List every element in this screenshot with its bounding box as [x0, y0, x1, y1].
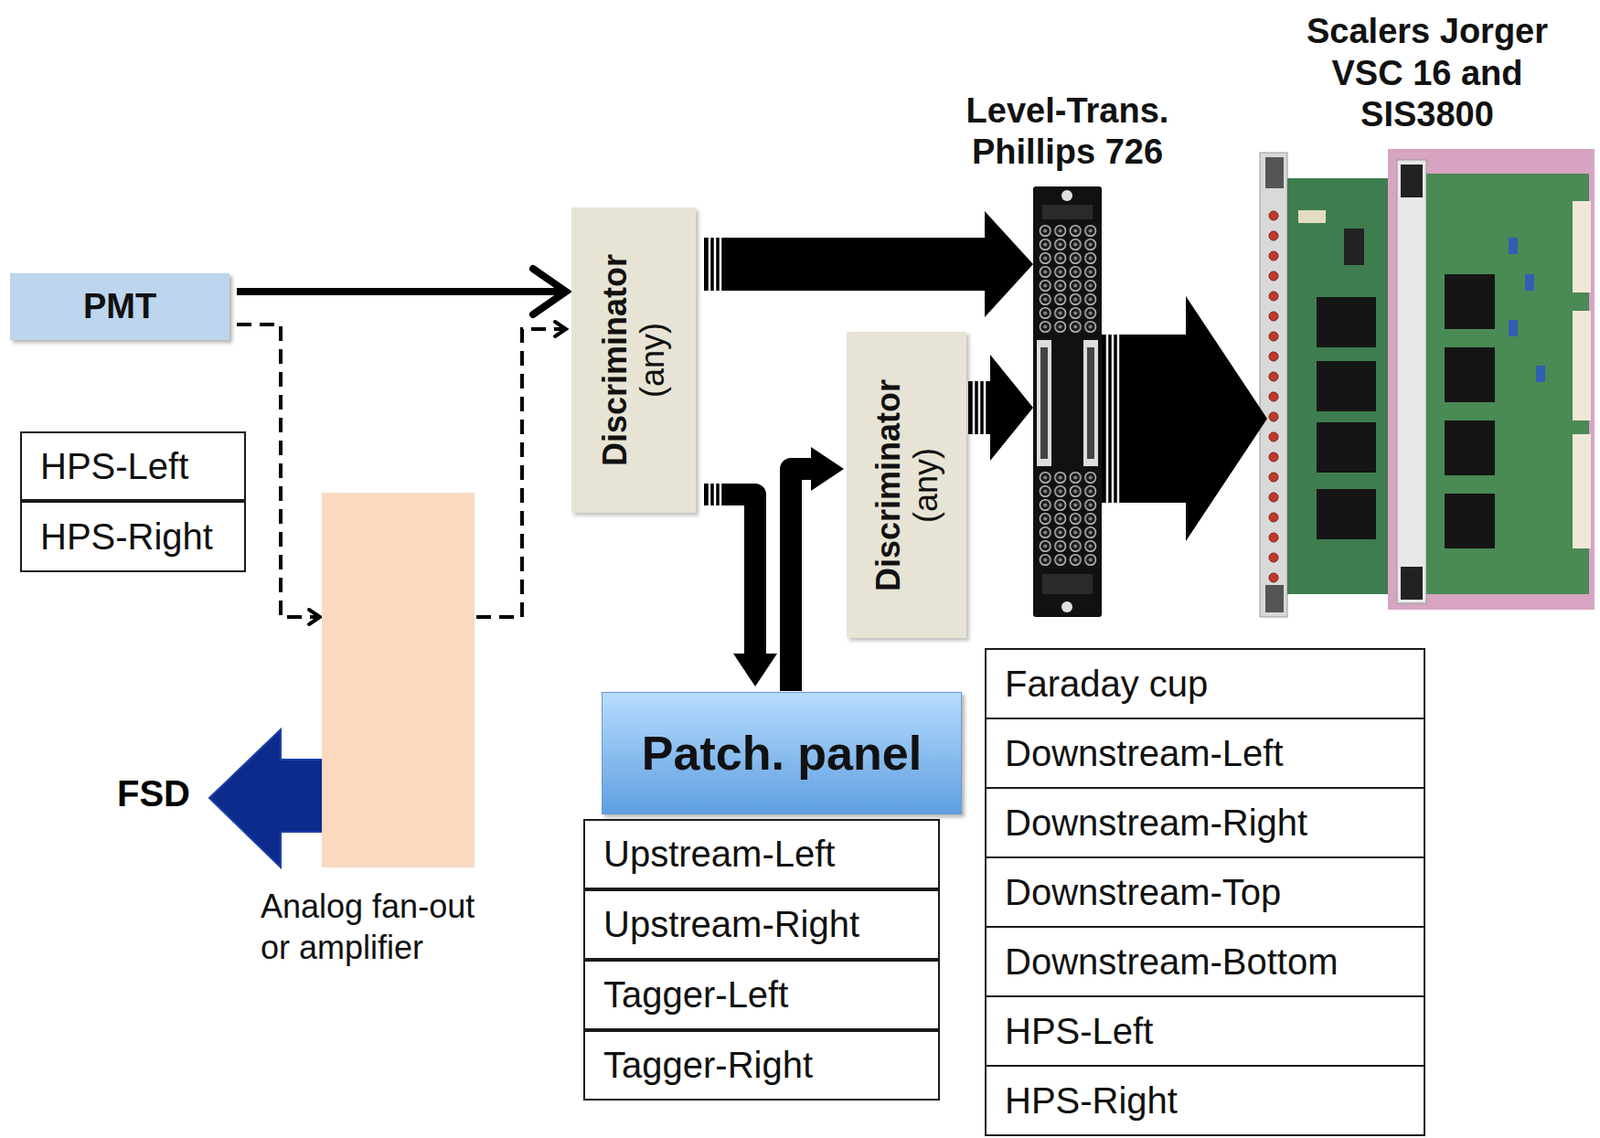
- motion-stripe: [719, 483, 723, 506]
- node-heading: Analog fan-out or amplifier: [260, 887, 475, 967]
- channel-name: Downstream-Bottom: [1004, 941, 1339, 983]
- box-label: Patch. panel: [641, 725, 922, 781]
- node-heading: Scalers Jorger VSC 16 and SIS3800: [1306, 11, 1548, 134]
- table-cell: HPS-Right: [984, 1065, 1426, 1137]
- connector-shaft: [476, 329, 564, 618]
- table-cell: Upstream-Left: [583, 819, 940, 890]
- heading-holder: Scalers Jorger VSC 16 and SIS3800: [1290, 10, 1565, 137]
- channel-name: Upstream-Right: [603, 904, 860, 946]
- motion-stripe: [983, 381, 987, 435]
- arrow-head: [1185, 296, 1268, 542]
- rotated-text-group: Discriminator(any): [868, 378, 945, 591]
- dashed-signal-arrow: [236, 324, 320, 625]
- table-cell: Downstream-Right: [984, 787, 1426, 859]
- arrow-head: [733, 653, 778, 687]
- channel-name: Tagger-Right: [603, 1045, 813, 1087]
- connector-shaft: [790, 469, 812, 692]
- box-subtitle: (any): [906, 378, 945, 591]
- motion-stripe: [1106, 334, 1110, 503]
- fan-out-box: Analog fan-out or amplifier: [321, 492, 475, 868]
- table-cell: Faraday cup: [984, 648, 1426, 720]
- table-cell: Tagger-Right: [583, 1030, 940, 1101]
- motion-stripe: [972, 381, 976, 435]
- discriminator-box: Discriminator(any): [846, 331, 967, 639]
- signal-arrow: [704, 211, 1034, 318]
- signal-arrow: [1101, 296, 1268, 542]
- motion-stripe: [978, 381, 982, 435]
- dashed-signal-arrow: [476, 321, 566, 618]
- heading-holder: Level-Trans. Phillips 726: [935, 90, 1201, 174]
- connector-shaft: [704, 494, 756, 655]
- scaler-boards: [1259, 149, 1595, 618]
- arrow-head: [810, 447, 844, 491]
- signal-arrow: [236, 268, 566, 315]
- signal-arrow: [968, 354, 1034, 461]
- channel-name: Faraday cup: [1004, 663, 1208, 705]
- motion-stripe: [708, 483, 712, 506]
- motion-stripe: [1111, 334, 1115, 503]
- box-title: Discriminator: [868, 378, 907, 591]
- table-cell: Tagger-Left: [583, 960, 940, 1031]
- table-cell: Upstream-Right: [583, 889, 940, 960]
- signal-arrow: [790, 447, 844, 692]
- connector-shaft: [1101, 334, 1187, 503]
- table-cell: HPS-Left: [984, 995, 1426, 1067]
- motion-stripe: [714, 237, 717, 291]
- motion-stripe: [708, 237, 712, 291]
- rotated-text-group: Discriminator(any): [596, 254, 672, 467]
- channel-name: Tagger-Left: [603, 974, 789, 1016]
- box-subtitle: (any): [633, 254, 672, 467]
- heading-holder: Analog fan-out or amplifier: [260, 885, 490, 969]
- channel-name: Upstream-Left: [603, 833, 835, 875]
- box-label: PMT: [83, 287, 157, 327]
- channel-name: Downstream-Top: [1004, 872, 1281, 914]
- channel-name: HPS-Left: [1004, 1011, 1153, 1053]
- output-label: FSD: [117, 773, 191, 815]
- signal-arrow: [704, 483, 778, 687]
- table-cell: Downstream-Left: [984, 717, 1426, 790]
- box-title: Discriminator: [596, 254, 634, 467]
- arrow-head: [554, 321, 566, 337]
- connector-shaft: [968, 381, 992, 435]
- motion-stripe: [714, 483, 717, 506]
- table-cell: HPS-Left: [20, 431, 246, 502]
- connector-shaft: [704, 237, 986, 291]
- arrow-head: [984, 211, 1034, 318]
- motion-stripe: [1117, 334, 1120, 503]
- pmt-box: PMT: [10, 273, 230, 341]
- motion-stripe: [719, 237, 723, 291]
- discriminator-box: Discriminator(any): [571, 207, 696, 513]
- connector-shaft: [236, 324, 318, 618]
- channel-name: Downstream-Left: [1004, 733, 1284, 775]
- scaler-modules: Scalers Jorger VSC 16 and SIS3800: [1259, 149, 1595, 618]
- channel-name: HPS-Left: [40, 446, 189, 488]
- node-heading: Level-Trans. Phillips 726: [966, 91, 1170, 172]
- arrow-head: [533, 268, 566, 315]
- patch-panel-box: Patch. panel: [601, 692, 962, 815]
- level-translator-module: [1033, 186, 1102, 618]
- channel-name: Downstream-Right: [1004, 802, 1308, 844]
- channel-name: HPS-Right: [40, 516, 214, 558]
- table-cell: Downstream-Top: [984, 856, 1426, 928]
- table-cell: HPS-Right: [20, 501, 246, 573]
- arrow-head: [990, 354, 1034, 461]
- arrow-head: [309, 609, 320, 625]
- channel-name: HPS-Right: [1004, 1080, 1178, 1122]
- table-cell: Downstream-Bottom: [984, 926, 1426, 998]
- level-translator: Level-Trans. Phillips 726: [1033, 186, 1102, 618]
- connector-shaft: [236, 288, 561, 296]
